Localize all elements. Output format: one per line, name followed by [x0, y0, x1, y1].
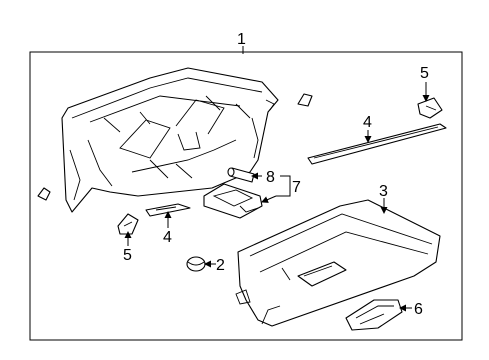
damper-cylinder [227, 167, 255, 183]
callout-2: 2 [216, 257, 225, 274]
latch-assembly [203, 183, 263, 219]
callout-3: 3 [379, 183, 388, 200]
glovebox-housing [61, 67, 279, 213]
bracket-left [117, 213, 139, 235]
callout-6: 6 [414, 301, 423, 318]
callout-5-upper: 5 [420, 65, 429, 82]
trim-strip-lower [145, 203, 191, 217]
callout-1: 1 [237, 31, 246, 48]
callout-4-lower: 4 [163, 229, 172, 246]
diagram-frame [29, 51, 463, 341]
callout-7: 7 [292, 179, 301, 196]
trim-strip-upper [307, 123, 447, 165]
callout-4-upper: 4 [363, 114, 372, 131]
clip-upper [297, 93, 313, 107]
bracket-right [417, 97, 443, 119]
callout-5-lower: 5 [123, 247, 132, 264]
round-cap [186, 256, 206, 272]
door-handle [345, 299, 403, 331]
callout-8: 8 [266, 169, 275, 186]
glovebox-door [235, 199, 441, 327]
clip-left [37, 187, 51, 201]
